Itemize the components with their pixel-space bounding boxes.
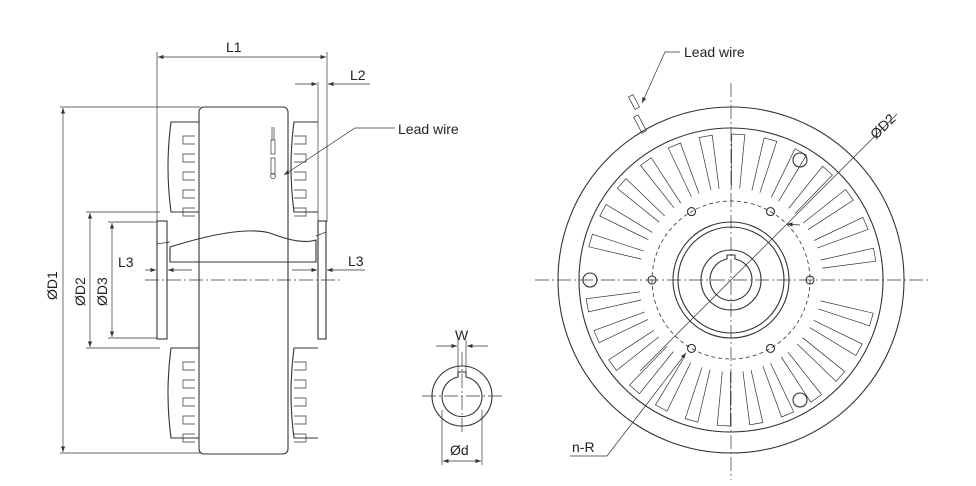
dim-d2: ØD2 <box>72 277 88 306</box>
fin <box>818 300 874 327</box>
lead-wire-icon <box>628 94 647 134</box>
dim-l1: L1 <box>226 39 242 55</box>
dim-d2-front: ØD2 <box>867 110 899 142</box>
dim-w: W <box>455 327 469 343</box>
fin <box>599 204 653 241</box>
fin <box>802 188 854 230</box>
fin <box>731 133 746 189</box>
fin <box>655 358 692 412</box>
shaft-section-view: W Ød <box>422 327 502 465</box>
fin <box>796 337 846 382</box>
fin <box>820 247 877 269</box>
fin <box>588 233 644 260</box>
dim-d1: ØD1 <box>44 271 60 300</box>
fin <box>716 371 731 427</box>
hole <box>686 343 697 353</box>
side-view: Lead wire L1 L2 L3 L3 ØD1 ØD2 ØD3 <box>44 39 459 455</box>
lead-wire-label: Lead wire <box>398 121 459 137</box>
dim-l2: L2 <box>350 67 366 83</box>
fin <box>813 216 869 249</box>
shaft-section-hatch <box>169 230 317 263</box>
fin <box>684 367 711 423</box>
fin <box>629 345 674 395</box>
front-lead-wire-label: Lead wire <box>684 44 745 60</box>
fin <box>742 369 764 426</box>
fin <box>585 291 642 313</box>
dim-d: Ød <box>450 442 469 458</box>
fin <box>593 311 649 344</box>
radial-fins <box>585 133 877 427</box>
hole <box>765 343 776 353</box>
hole <box>686 207 697 217</box>
fin <box>762 362 795 418</box>
fin <box>770 148 807 202</box>
right-fins <box>290 121 318 443</box>
fin <box>616 178 666 223</box>
hole <box>765 207 776 217</box>
lead-wire-icon <box>270 127 276 179</box>
dim-d3: ØD3 <box>94 277 110 306</box>
clutch-body <box>198 106 289 455</box>
fin <box>608 330 660 372</box>
keyway <box>441 371 483 418</box>
fin <box>788 165 833 215</box>
fin <box>781 351 823 403</box>
fin <box>639 157 681 209</box>
front-view: ØD2 Lead wire n-R <box>535 44 930 480</box>
dim-l3-right: L3 <box>348 253 364 269</box>
fin <box>751 137 778 193</box>
left-fins <box>167 121 199 443</box>
dim-l3-left: L3 <box>118 254 134 270</box>
fin <box>809 319 863 356</box>
hole-label: n-R <box>572 439 595 455</box>
fin <box>698 134 720 191</box>
bore-keyway <box>709 254 753 302</box>
fin <box>667 142 700 198</box>
